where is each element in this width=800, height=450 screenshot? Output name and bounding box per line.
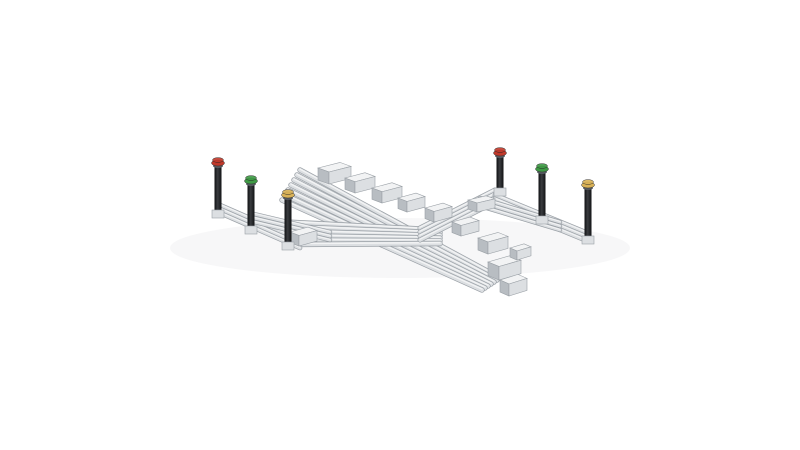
riser-left-red-pipe <box>214 166 222 212</box>
manifold-11-side <box>516 246 532 261</box>
manifold-9-side <box>298 230 318 247</box>
pipe-highlight <box>284 241 441 245</box>
pipe <box>298 168 502 280</box>
manifold-5-side <box>460 220 480 237</box>
riser-left-green-base <box>244 225 258 235</box>
manifold-3-side <box>406 196 426 213</box>
riser-right-green-pipe <box>538 172 546 218</box>
riser-left-red-base <box>211 209 225 219</box>
valve-manifolds <box>289 162 532 297</box>
pipe-highlight <box>479 204 561 230</box>
pipe-highlight <box>284 220 441 230</box>
riser-left-yellow-base <box>281 241 295 251</box>
main-rack <box>279 167 503 293</box>
riser-right-red-base <box>493 187 507 197</box>
riser-right-yellow-valve-top <box>582 179 594 185</box>
pipe <box>478 204 562 232</box>
manifold-10-side <box>476 198 496 213</box>
manifold-8-side <box>508 277 528 297</box>
pipe <box>283 241 442 247</box>
riser-left-green-valve-top <box>245 175 257 181</box>
pipe-highlight <box>299 168 501 278</box>
manifold-6-side <box>487 236 509 255</box>
riser-left-yellow-valve-top <box>282 189 294 195</box>
riser-right-green-base <box>535 215 549 225</box>
riser-left-yellow-pipe <box>284 198 292 244</box>
riser-right-red-pipe <box>496 156 504 190</box>
manifold-4-side <box>433 206 453 223</box>
riser-right-green-valve-top <box>536 163 548 169</box>
riser-right-yellow-base <box>581 235 595 245</box>
riser-right-yellow-pipe <box>584 188 592 238</box>
pipe <box>283 220 442 232</box>
riser-left-red-valve-top <box>212 157 224 163</box>
riser-right-red-valve-top <box>494 147 506 153</box>
riser-left-green-pipe <box>247 184 255 228</box>
riser-group-right <box>493 147 595 245</box>
riser-group-left <box>211 157 295 251</box>
